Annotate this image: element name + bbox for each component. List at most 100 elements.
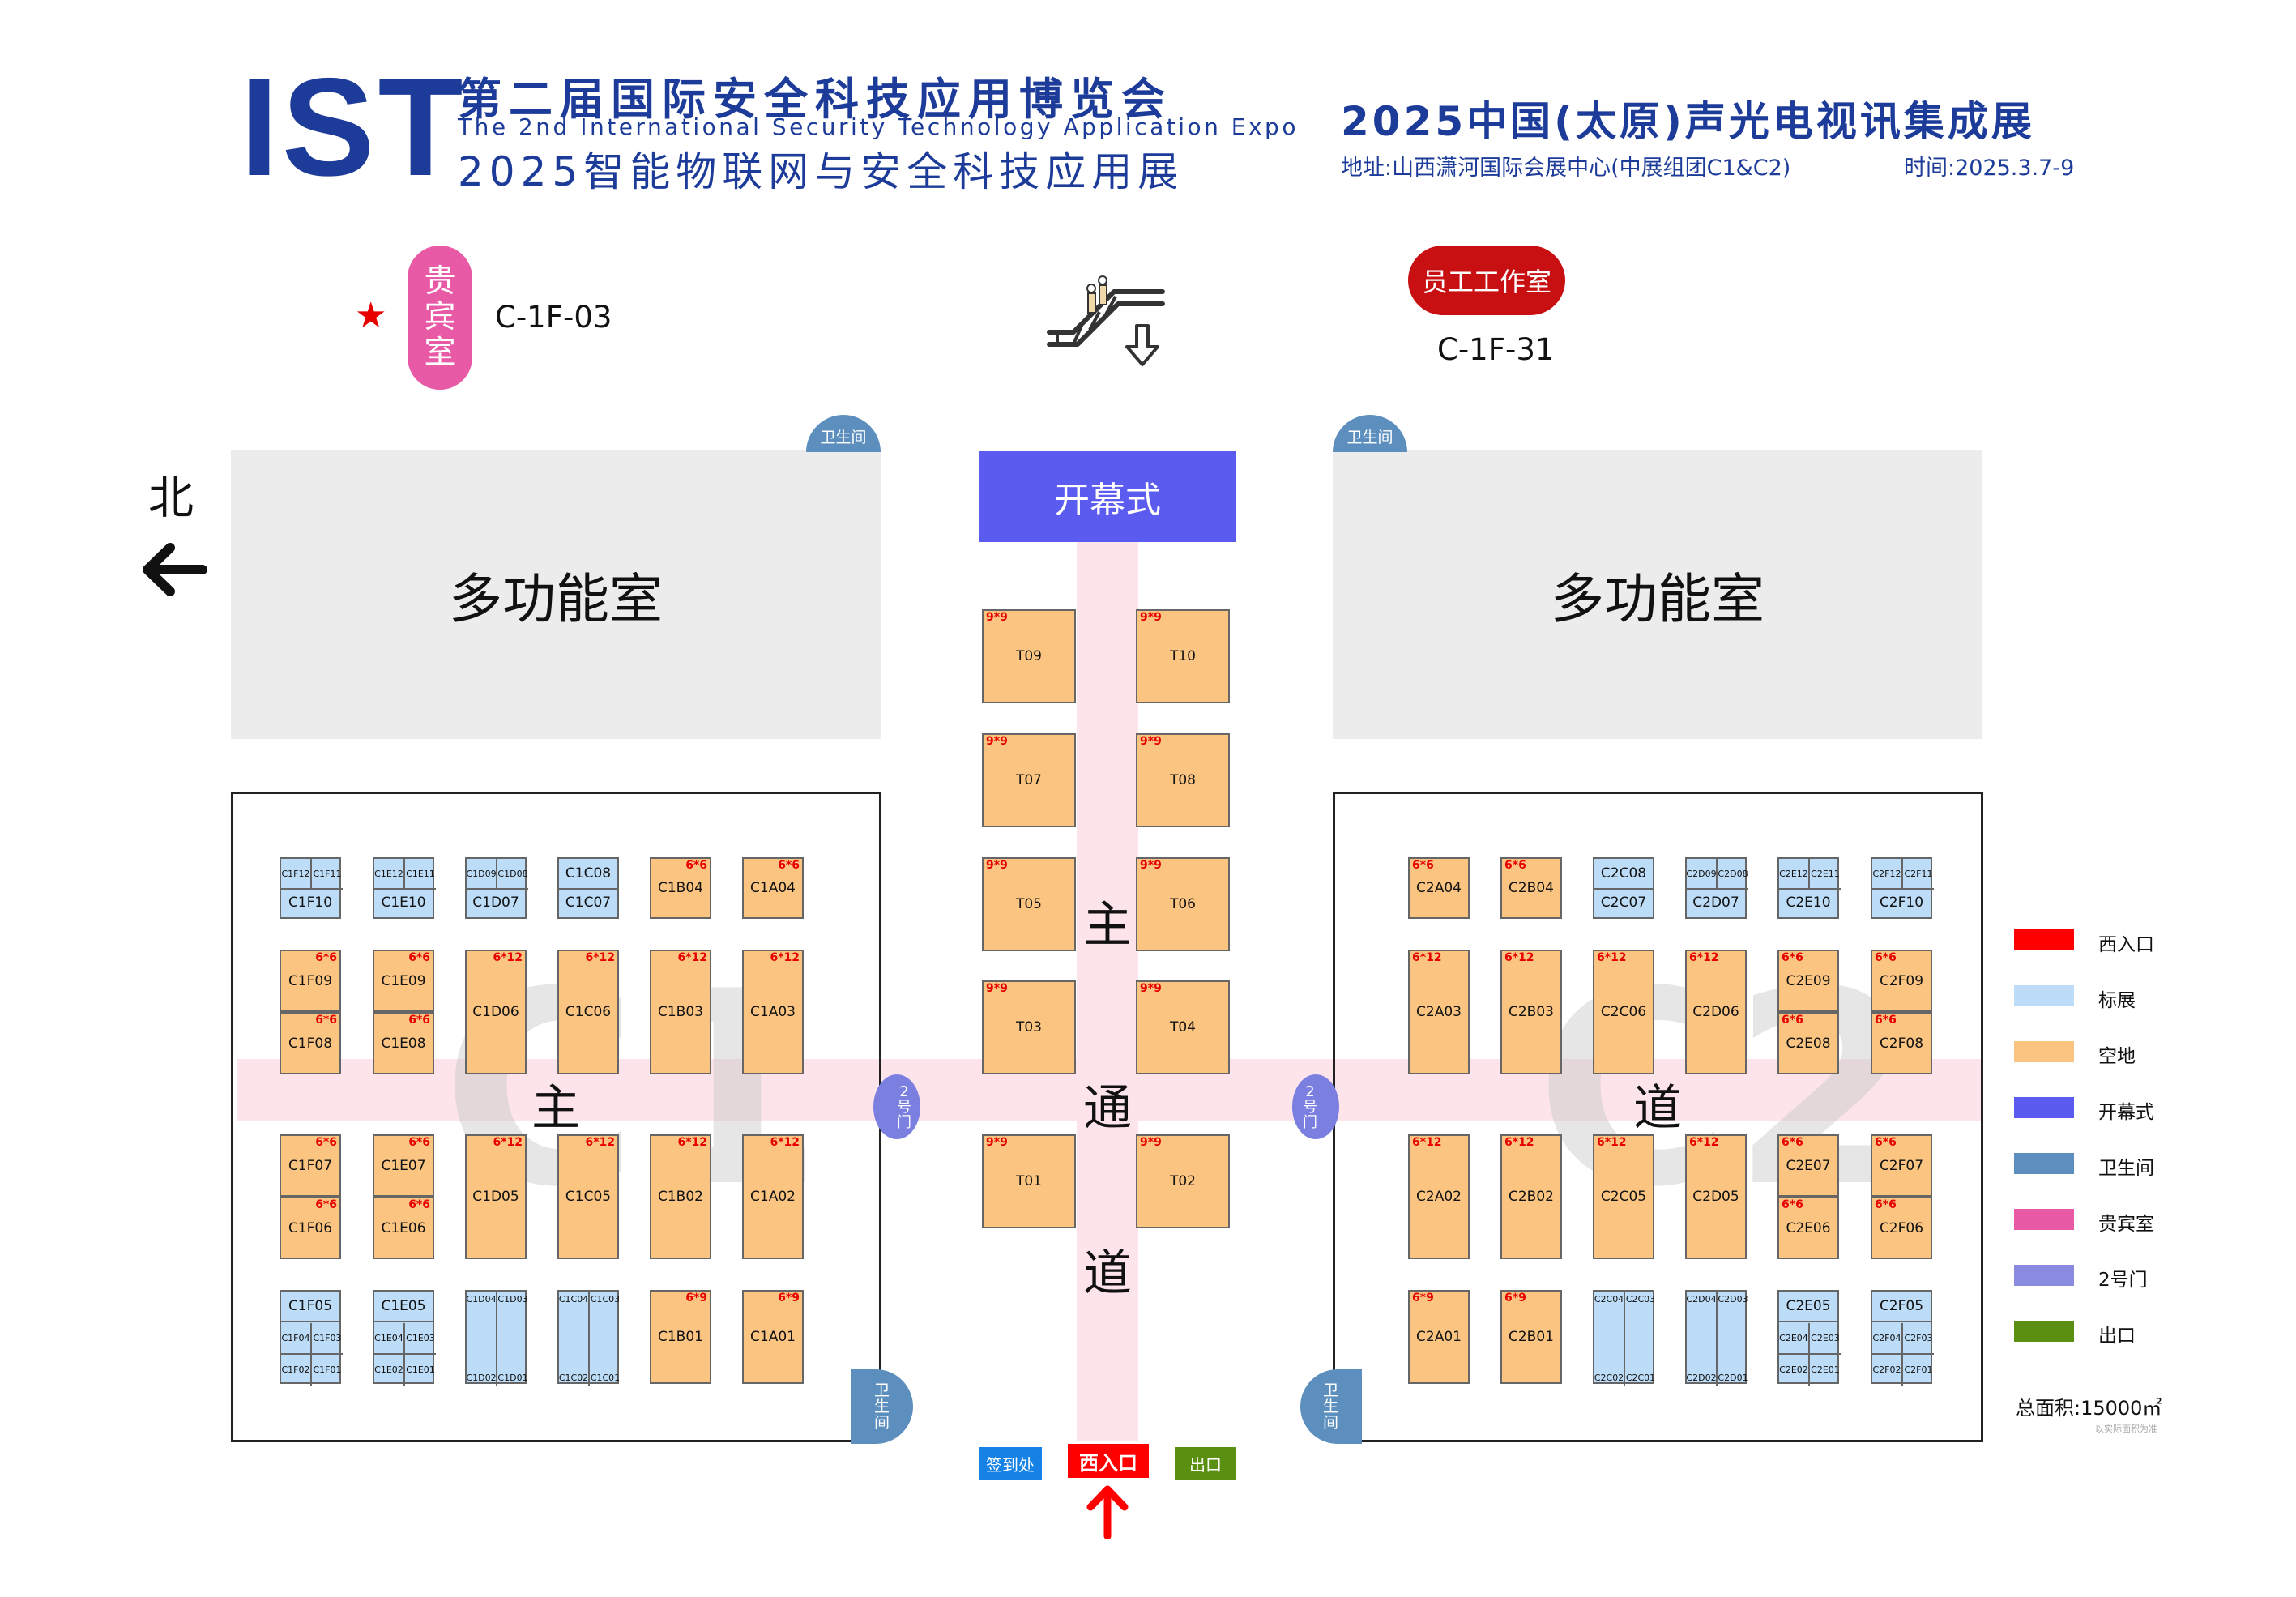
arrow-up-icon bbox=[1086, 1484, 1129, 1543]
booth-code: C1A04 bbox=[750, 880, 796, 896]
booth-code: C2E09 bbox=[1786, 972, 1831, 989]
booth-code: C2B04 bbox=[1509, 880, 1554, 896]
expo-title-cn: 第二届国际安全科技应用博览会 bbox=[458, 74, 1172, 125]
booth-code: C1E06 bbox=[381, 1219, 426, 1236]
booth-sub: C2E02 bbox=[1779, 1354, 1810, 1386]
booth-sub: C2F12 bbox=[1872, 859, 1903, 890]
booth-sub: C2D02 bbox=[1686, 1339, 1718, 1386]
legend-label: 空地 bbox=[2098, 1046, 2136, 1067]
arrow-left-icon bbox=[139, 541, 207, 601]
multi-function-room-label: 多功能室 bbox=[449, 567, 663, 630]
legend-label: 卫生间 bbox=[2098, 1158, 2154, 1179]
booth-sub: C2D01 bbox=[1718, 1373, 1748, 1383]
booth-sub: C1F04 bbox=[281, 1323, 312, 1355]
booth-code: T01 bbox=[1015, 1173, 1043, 1189]
booth-code: T06 bbox=[1169, 896, 1197, 912]
booth-sub: C2E01 bbox=[1811, 1364, 1840, 1376]
booth-sub: C2D04 bbox=[1686, 1292, 1718, 1339]
gate-2-label: 2号门 bbox=[1303, 1082, 1317, 1131]
booth-code: C2F07 bbox=[1879, 1157, 1924, 1174]
booth-code: C1D07 bbox=[472, 895, 519, 911]
booth-size: 6*6 bbox=[1875, 1014, 1897, 1027]
booth-sub: C1C01 bbox=[590, 1373, 621, 1383]
legend-label: 2号门 bbox=[2098, 1270, 2148, 1291]
booth-code: C2E07 bbox=[1786, 1157, 1831, 1174]
booth-size: 9*9 bbox=[1140, 1136, 1162, 1149]
legend-swatch bbox=[2014, 985, 2074, 1006]
exhibition-title: 2025中国(太原)声光电视讯集成展 bbox=[1341, 98, 2035, 145]
legend-swatch bbox=[2014, 1265, 2074, 1286]
booth-code: C2A01 bbox=[1416, 1329, 1462, 1345]
booth-size: 6*12 bbox=[585, 951, 615, 964]
booth-size: 9*9 bbox=[1140, 859, 1162, 872]
booth-size: 6*6 bbox=[1412, 859, 1434, 872]
booth-code: C1F08 bbox=[288, 1035, 333, 1052]
booth-sub: C2C02 bbox=[1594, 1339, 1625, 1386]
booth-size: 6*12 bbox=[1412, 1136, 1442, 1149]
booth-sub: C1F12 bbox=[281, 859, 312, 890]
booth-size: 6*6 bbox=[1875, 1136, 1897, 1149]
staff-room-label: 员工工作室 bbox=[1408, 246, 1565, 315]
booth-size: 6*12 bbox=[1689, 1136, 1719, 1149]
booth-sub: C1D02 bbox=[466, 1339, 497, 1386]
booth-code: C2B01 bbox=[1509, 1329, 1554, 1345]
booth-sub: C1F02 bbox=[281, 1354, 312, 1386]
booth-code: C2A03 bbox=[1416, 1004, 1462, 1020]
booth-code: C1E07 bbox=[381, 1157, 426, 1174]
booth-sub: C2E12 bbox=[1779, 859, 1810, 890]
legend-swatch bbox=[2014, 1041, 2074, 1062]
booth-size: 9*9 bbox=[986, 982, 1008, 995]
booth-code: C1E08 bbox=[381, 1035, 426, 1052]
booth-sub: C1D09 bbox=[466, 859, 497, 890]
booth-size: 6*9 bbox=[1412, 1292, 1434, 1305]
booth-sub: C2F01 bbox=[1904, 1364, 1933, 1376]
booth-code: C1B01 bbox=[658, 1329, 703, 1345]
booth-code: C2E08 bbox=[1786, 1035, 1831, 1052]
legend-swatch bbox=[2014, 1153, 2074, 1174]
opening-ceremony: 开幕式 bbox=[979, 451, 1236, 542]
booth-code: C2C08 bbox=[1600, 865, 1647, 882]
booth-code: T07 bbox=[1015, 772, 1043, 788]
booth-sub: C1E03 bbox=[405, 1323, 436, 1355]
booth-code: C1F10 bbox=[288, 895, 333, 911]
booth-sub: C1E02 bbox=[374, 1354, 405, 1386]
booth-size: 6*12 bbox=[585, 1136, 615, 1149]
booth-code: C1A03 bbox=[750, 1004, 796, 1020]
legend-swatch bbox=[2014, 1321, 2074, 1342]
booth-code: T10 bbox=[1169, 648, 1197, 664]
star-icon: ★ bbox=[355, 295, 387, 336]
booth-size: 6*6 bbox=[1782, 1198, 1803, 1211]
booth-size: 6*6 bbox=[315, 1198, 337, 1211]
booth-size: 6*6 bbox=[408, 1198, 430, 1211]
booth-code: C1A02 bbox=[750, 1189, 796, 1205]
address-text: 地址:山西潇河国际会展中心(中展组团C1&C2) bbox=[1341, 156, 1791, 181]
